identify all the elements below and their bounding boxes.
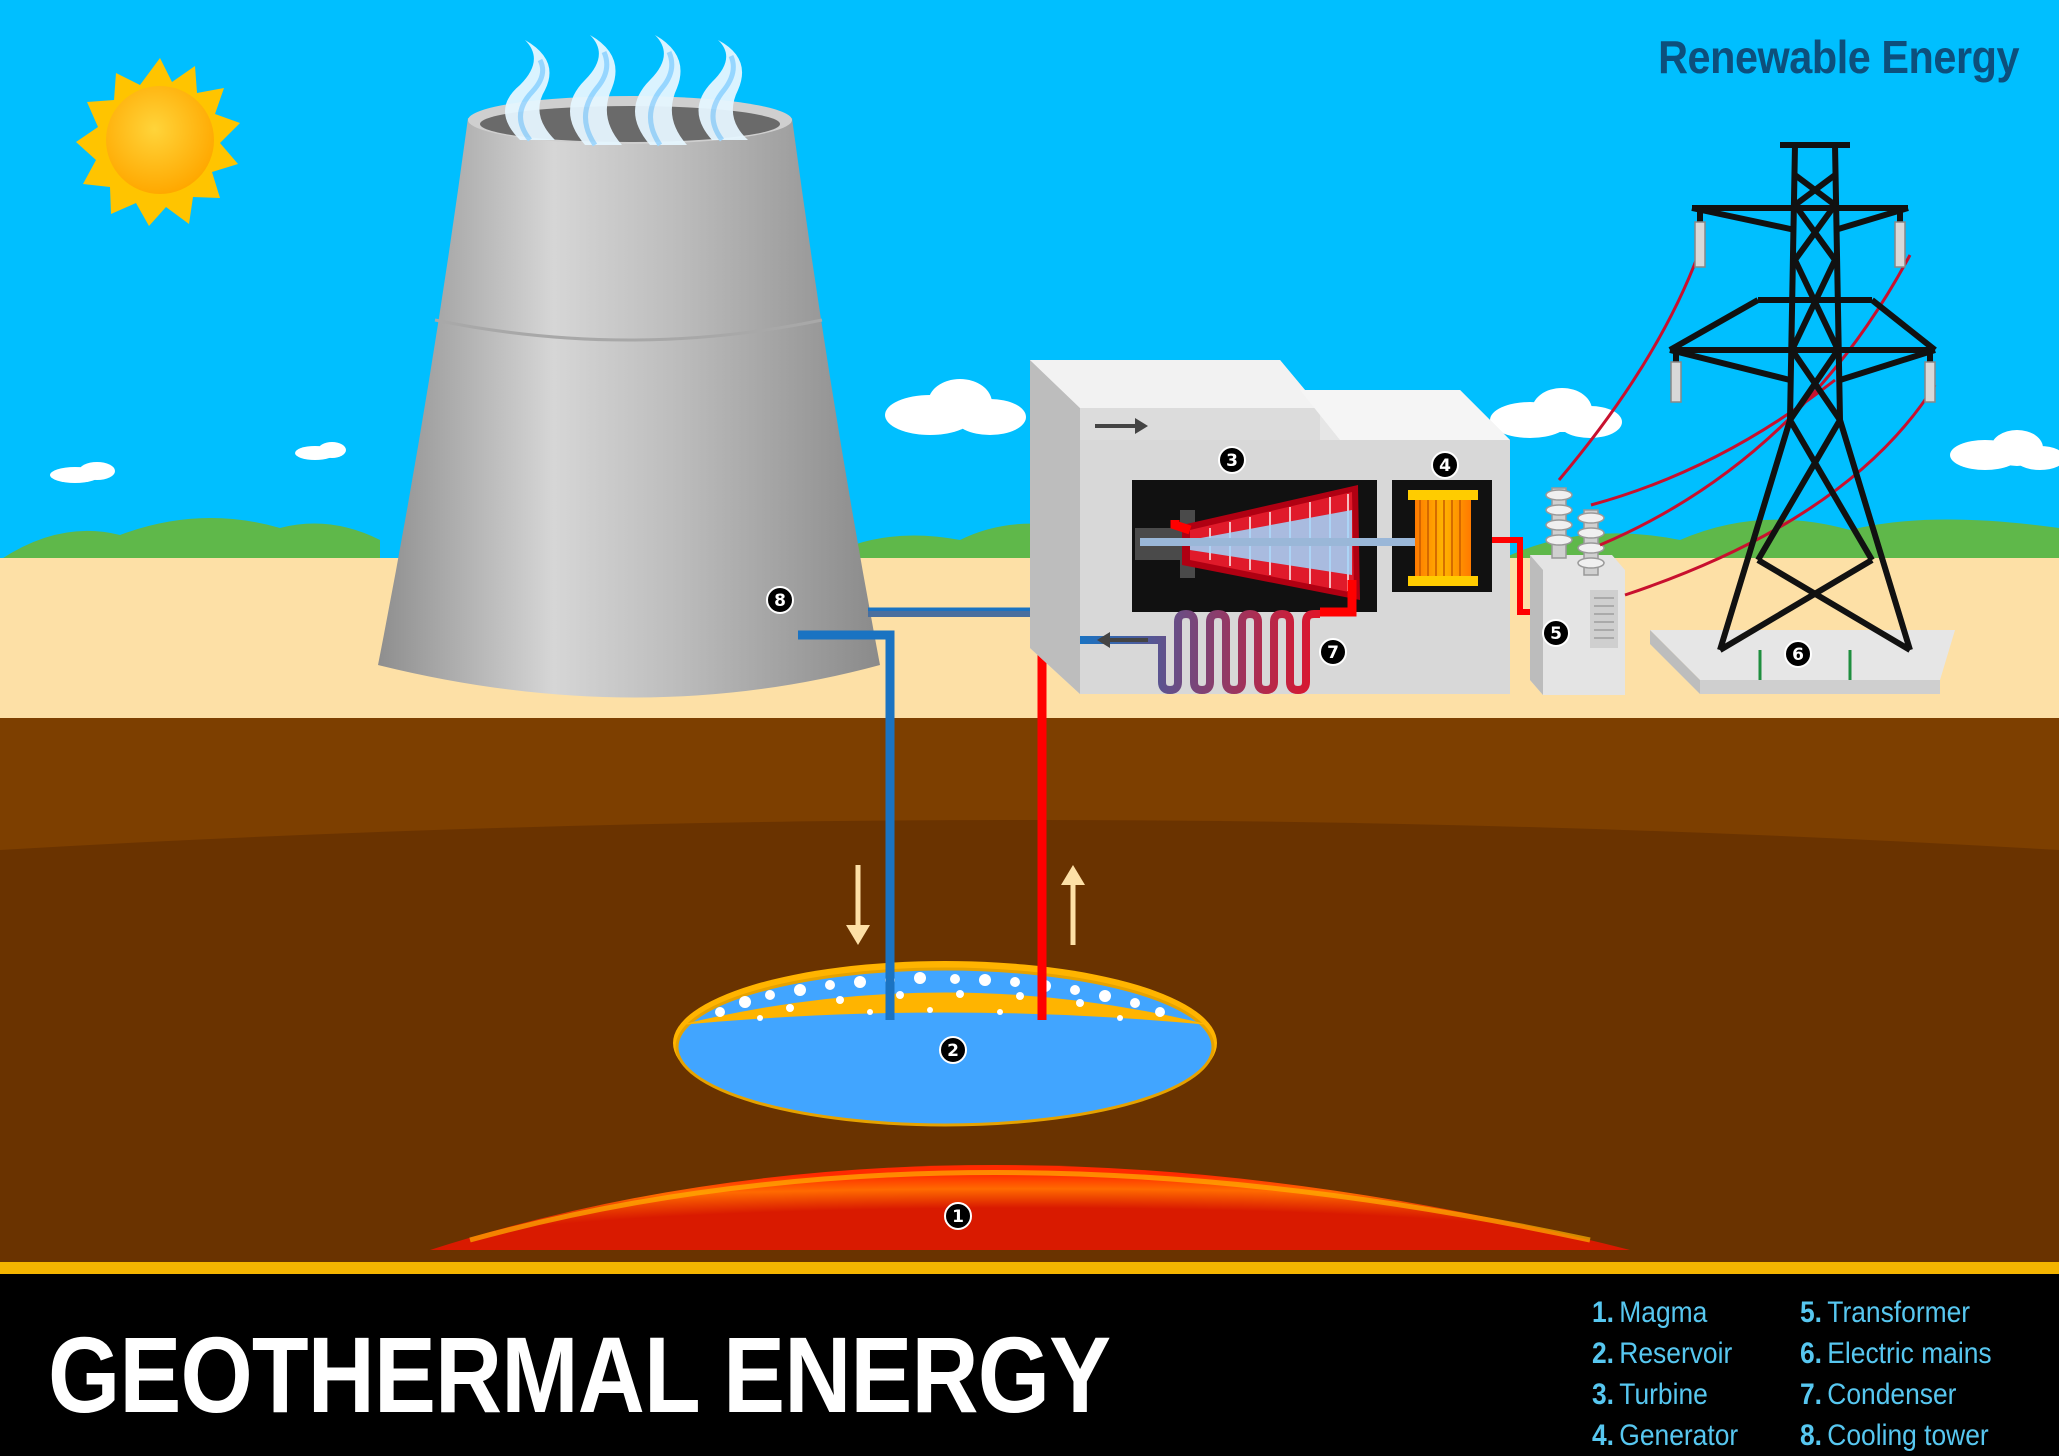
legend-number: 6. [1800, 1337, 1823, 1370]
marker-electric-mains-label: 6 [1792, 645, 1804, 665]
marker-generator: 4 [1431, 451, 1459, 479]
legend-item-electric-mains: 6.Electric mains [1800, 1333, 1992, 1374]
legend-number: 1. [1592, 1296, 1615, 1329]
marker-electric-mains: 6 [1784, 640, 1812, 668]
legend-number: 3. [1592, 1378, 1615, 1411]
legend-column-right: 5.Transformer 6.Electric mains 7.Condens… [1800, 1292, 2018, 1456]
clouds [50, 379, 2059, 483]
transformer-icon [1530, 487, 1625, 695]
downflow-arrow [846, 865, 870, 945]
marker-magma: 1 [944, 1202, 972, 1230]
legend-number: 5. [1800, 1296, 1823, 1329]
cooling-tower [378, 35, 880, 698]
marker-cooling-tower-label: 8 [774, 591, 786, 611]
legend-label: Magma [1619, 1296, 1708, 1329]
marker-cooling-tower: 8 [766, 586, 794, 614]
legend-item-turbine: 3.Turbine [1592, 1374, 1738, 1415]
legend-item-condenser: 7.Condenser [1800, 1374, 1992, 1415]
marker-condenser: 7 [1319, 638, 1347, 666]
marker-turbine-label: 3 [1226, 451, 1238, 471]
marker-reservoir: 2 [939, 1036, 967, 1064]
sky [0, 0, 2059, 560]
steam [505, 35, 748, 147]
legend-label: Turbine [1619, 1378, 1708, 1411]
generator-icon [1408, 490, 1478, 586]
turbine-icon [1135, 485, 1440, 600]
legend-number: 4. [1592, 1419, 1615, 1452]
flow-arrow-left [1097, 632, 1148, 648]
main-title: GEOTHERMAL ENERGY [48, 1314, 1111, 1435]
power-plant [1030, 360, 1510, 695]
diagram-scene: 1 2 3 4 5 6 7 8 [0, 0, 2059, 1262]
header-title: Renewable Energy [1658, 31, 2019, 83]
marker-transformer-label: 5 [1550, 624, 1562, 644]
marker-magma-label: 1 [952, 1207, 964, 1227]
footer-bar: GEOTHERMAL ENERGY 1.Magma 2.Reservoir 3.… [0, 1262, 2059, 1456]
legend-number: 2. [1592, 1337, 1615, 1370]
legend-item-magma: 1.Magma [1592, 1292, 1738, 1333]
legend-label: Generator [1619, 1419, 1739, 1452]
legend-label: Electric mains [1827, 1337, 1992, 1370]
legend-number: 7. [1800, 1378, 1823, 1411]
upflow-arrow [1061, 865, 1085, 945]
legend-item-generator: 4.Generator [1592, 1415, 1738, 1456]
marker-generator-label: 4 [1439, 456, 1451, 476]
legend-item-transformer: 5.Transformer [1800, 1292, 1992, 1333]
legend-number: 8. [1800, 1419, 1823, 1452]
legend-column-left: 1.Magma 2.Reservoir 3.Turbine 4.Generato… [1592, 1292, 1758, 1456]
flow-arrow-right [1095, 418, 1148, 434]
legend-label: Transformer [1827, 1296, 1971, 1329]
condenser-coil [1080, 609, 1320, 695]
marker-condenser-label: 7 [1327, 643, 1339, 663]
legend-label: Cooling tower [1827, 1419, 1989, 1452]
marker-turbine: 3 [1218, 446, 1246, 474]
legend-item-reservoir: 2.Reservoir [1592, 1333, 1738, 1374]
legend-item-cooling-tower: 8.Cooling tower [1800, 1415, 1992, 1456]
sun-icon [76, 58, 240, 226]
legend-label: Condenser [1827, 1378, 1957, 1411]
legend-label: Reservoir [1619, 1337, 1733, 1370]
marker-transformer: 5 [1542, 619, 1570, 647]
marker-reservoir-label: 2 [947, 1041, 959, 1061]
